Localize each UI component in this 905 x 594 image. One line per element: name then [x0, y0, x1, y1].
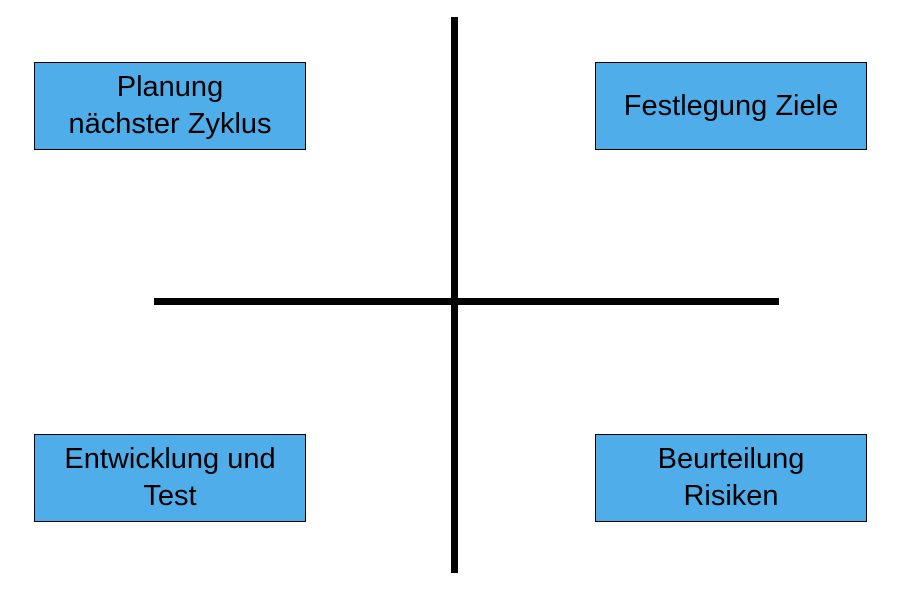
- quadrant-top-left-box: Planung nächster Zyklus: [34, 62, 306, 150]
- quadrant-bottom-right-box: Beurteilung Risiken: [595, 434, 867, 522]
- quadrant-bottom-left-box: Entwicklung und Test: [34, 434, 306, 522]
- quadrant-bottom-left-label: Entwicklung und Test: [64, 443, 276, 512]
- horizontal-axis-line: [154, 298, 779, 305]
- quadrant-bottom-right-label: Beurteilung Risiken: [657, 443, 805, 512]
- vertical-axis-line: [451, 17, 458, 573]
- quadrant-top-right-box: Festlegung Ziele: [595, 62, 867, 150]
- quadrant-top-right-label: Festlegung Ziele: [623, 89, 839, 122]
- quadrant-top-left-label: Planung nächster Zyklus: [68, 71, 272, 140]
